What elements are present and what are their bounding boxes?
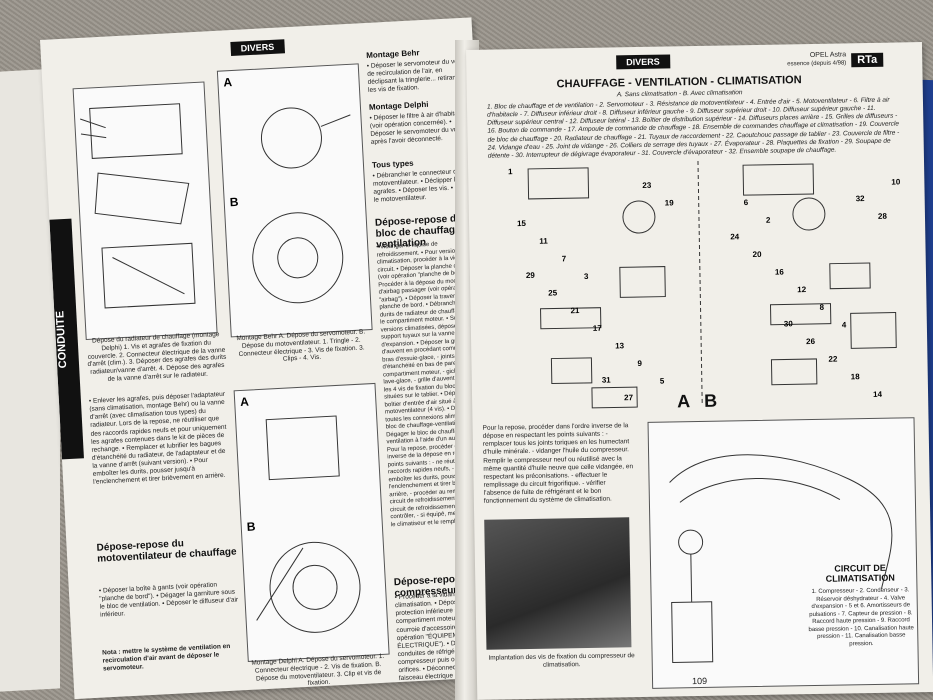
diagram-number: 8 [819, 303, 824, 312]
diagram-number: 20 [753, 250, 763, 259]
diagram-number: 25 [548, 288, 558, 297]
diagram-number: 32 [856, 194, 866, 203]
svg-text:B: B [246, 519, 256, 533]
tous-types-title: Tous types [371, 158, 414, 170]
compressor-text: Pour la repose, procéder dans l'ordre in… [482, 422, 634, 505]
diagram-number: 3 [584, 272, 589, 281]
page-number: 109 [691, 675, 708, 687]
svg-text:B: B [229, 195, 239, 209]
diagram-number: 10 [891, 177, 901, 186]
diagram-number: 5 [660, 377, 665, 386]
section-tab-left: DIVERS [230, 39, 285, 57]
diagram-number: 7 [562, 254, 567, 263]
depose-moto-text: • Déposer la boîte à gants (voir opérati… [98, 581, 239, 620]
depose-moto-title: Dépose-repose du motoventilateur de chau… [96, 538, 237, 565]
diagram-number: 17 [593, 324, 603, 333]
diagram-number: 23 [642, 181, 652, 190]
diagram-number: 11 [539, 237, 548, 246]
brand-line2: essence (depuis 4/98) [787, 60, 847, 68]
diagram-number: 18 [851, 372, 861, 381]
montage-behr-title: Montage Behr [366, 48, 420, 60]
diagram-number: 13 [615, 341, 625, 350]
photo-caption: Implantation des vis de fixation du comp… [488, 652, 635, 669]
diagram-number: 19 [665, 198, 675, 207]
diagram-number: 27 [624, 393, 634, 402]
diagram-number: 28 [878, 212, 888, 221]
diagram-number: 24 [730, 232, 740, 241]
label-b: B [703, 390, 718, 411]
page-title: CHAUFFAGE - VENTILATION - CLIMATISATION [556, 74, 802, 91]
diagram-number: 22 [828, 355, 838, 364]
label-a: A [676, 391, 691, 412]
svg-text:A: A [223, 75, 233, 89]
diagram-number: 29 [526, 271, 536, 280]
right-page: DIVERS OPEL Astra essence (depuis 4/98) … [466, 42, 933, 700]
parts-legend: 1. Bloc de chauffage et de ventilation -… [486, 96, 900, 160]
diagram-number: 6 [744, 198, 749, 207]
diagram-number: 14 [873, 390, 883, 399]
fig1-text: • Enlever les agrafes, puis déposer l'ad… [88, 390, 227, 487]
section-tab-right: DIVERS [616, 54, 670, 70]
ac-circuit-diagram [647, 417, 920, 689]
diagram-number: 12 [797, 285, 807, 294]
svg-text:A: A [240, 395, 250, 409]
diagram-number: 9 [637, 359, 642, 368]
diagram-number: 15 [517, 219, 527, 228]
note-text: Nota : mettre le système de ventilation … [101, 642, 231, 673]
left-page: DIVERS CONDUITE Dépose du radiateur de c… [40, 17, 506, 700]
montage-behr-text: • Déposer le servomoteur du volet de rec… [366, 57, 465, 95]
rta-logo: RTa [851, 52, 884, 68]
diagram-number: 30 [784, 319, 794, 328]
diagram-number: 16 [775, 267, 785, 276]
circuit-legend: 1. Compresseur - 2. Condenseur - 3. Rése… [808, 587, 914, 647]
circuit-title: CIRCUIT DE CLIMATISATION [825, 562, 895, 584]
diagram-number: 1 [508, 167, 513, 176]
diagram-number: 26 [806, 337, 816, 346]
diagram-number: 4 [842, 320, 847, 329]
diagram-number: 21 [570, 306, 580, 315]
compressor-photo [484, 517, 632, 650]
diagram-number: 31 [602, 376, 612, 385]
heater-radiator-figure [72, 81, 218, 341]
page-subtitle: A. Sans climatisation - B. Avec climatis… [616, 89, 743, 99]
montage-delphi-title: Montage Delphi [368, 99, 429, 112]
diagram-number: 2 [766, 216, 771, 225]
fig1-caption: Dépose du radiateur de chauffage (montag… [87, 331, 227, 383]
figA-caption: Montage Behr A. Dépose du servomoteur. B… [236, 328, 366, 364]
